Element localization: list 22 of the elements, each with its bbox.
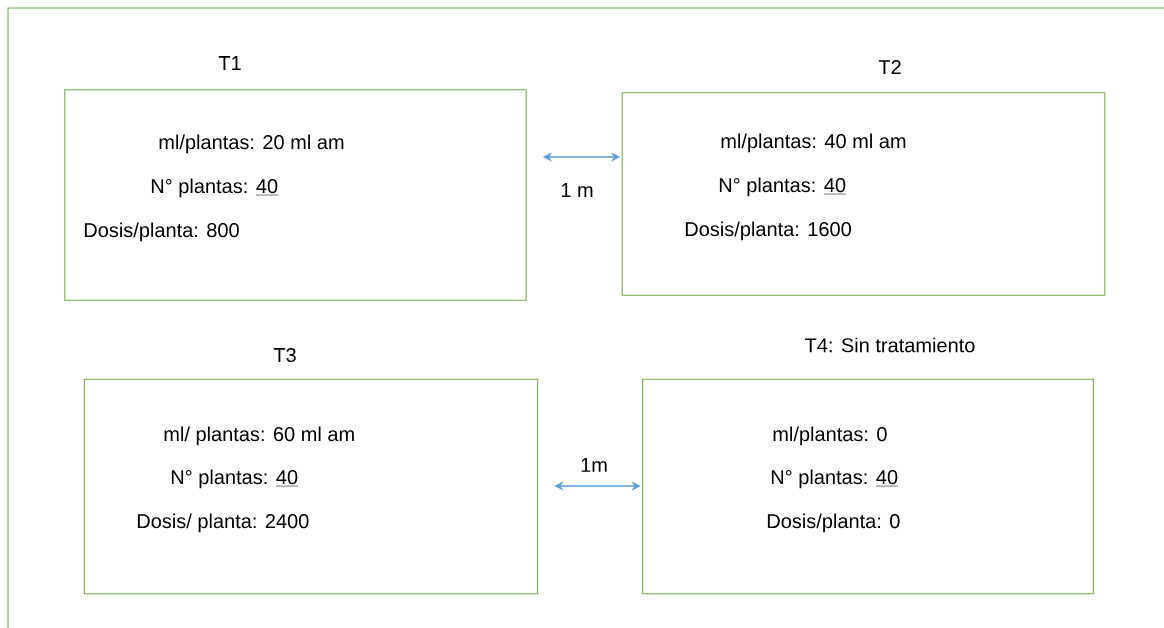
field-value: 40 [875,470,899,487]
field-text: ml/plantas: 40 ml am [721,133,906,153]
box-heading: T2 [878,60,901,74]
field-text: ml/plantas: 20 ml am [159,134,344,154]
field-text: N° plantas: [719,177,815,197]
field-value: 40 [823,178,847,195]
field-text: ml/ plantas: 60 ml am [164,426,354,446]
box-heading: T1 [218,56,241,70]
field-text: N° plantas: [771,469,867,489]
field-value: 40 [255,179,279,196]
edge-label: 1 m [559,181,595,199]
field-text: Dosis/ planta: 2400 [137,513,309,533]
box-heading: T3 [273,347,296,363]
field-text: N° plantas: [151,178,247,198]
field-text: N° plantas: [171,469,267,489]
field-value: 40 [275,470,299,487]
field-text: Dosis/planta: 800 [84,222,239,242]
field-text: ml/plantas: 0 [773,426,887,446]
box-heading: T4: Sin tratamiento [805,337,975,353]
field-text: Dosis/planta: 0 [767,513,900,533]
edge-label: 1m [578,456,610,474]
field-text: Dosis/planta: 1600 [685,221,851,241]
